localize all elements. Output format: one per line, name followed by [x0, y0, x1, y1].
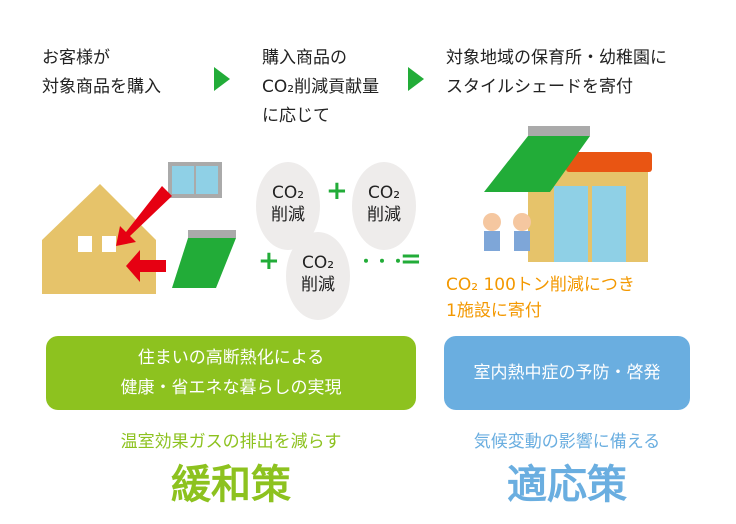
- mitigation-subtitle: 温室効果ガスの排出を減らす: [120, 432, 342, 452]
- donation-note-line: CO₂ 100トン削減につき: [446, 275, 635, 295]
- house-illustration: [42, 162, 236, 294]
- adaptation-panel: 室内熱中症の予防・啓発: [444, 336, 690, 410]
- step-2: 購入商品の CO₂削減貢献量 に応じて: [262, 44, 379, 131]
- shade-icon: [484, 136, 590, 192]
- bubble-text: CO₂: [367, 183, 401, 203]
- panel-line: 健康・省エネな暮らしの実現: [120, 378, 342, 398]
- step-3-line: 対象地域の保育所・幼稚園に: [446, 48, 667, 68]
- step-3: 対象地域の保育所・幼稚園に スタイルシェードを寄付: [446, 44, 667, 102]
- panel-line: 住まいの高断熱化による: [137, 348, 325, 368]
- arrow-icon: [126, 250, 166, 282]
- bubble-text: 削減: [367, 205, 401, 225]
- bubble-text: CO₂: [301, 253, 335, 273]
- mitigation-panel: 住まいの高断熱化による 健康・省エネな暮らしの実現: [46, 336, 416, 410]
- adaptation-title: 適応策: [507, 462, 627, 508]
- arrow-icon: [116, 186, 172, 246]
- step-1-line: お客様が: [42, 48, 110, 68]
- step-3-line: スタイルシェードを寄付: [446, 77, 633, 97]
- step-1-line: 対象商品を購入: [42, 77, 161, 97]
- plus-sign: +: [258, 246, 280, 276]
- bubble-text: 削減: [271, 205, 305, 225]
- arrow-right-icon: [214, 67, 230, 91]
- step-1: お客様が 対象商品を購入: [42, 44, 161, 102]
- step-2-line: に応じて: [262, 106, 330, 126]
- arrow-right-icon: [408, 67, 424, 91]
- mitigation-title: 緩和策: [171, 462, 291, 508]
- equals-sign: =: [400, 244, 422, 274]
- step-2-line: 購入商品の: [262, 48, 347, 68]
- child-icon: [513, 213, 531, 231]
- donation-note: CO₂ 100トン削減につき 1施設に寄付: [446, 272, 635, 324]
- nursery-illustration: [483, 126, 652, 262]
- panel-line: 室内熱中症の予防・啓発: [473, 363, 661, 383]
- ellipsis: ・・・: [358, 252, 407, 271]
- plus-sign: +: [326, 176, 348, 206]
- child-icon: [483, 213, 501, 231]
- donation-note-line: 1施設に寄付: [446, 301, 542, 321]
- adaptation-subtitle: 気候変動の影響に備える: [473, 432, 661, 452]
- bubble-text: CO₂: [271, 183, 305, 203]
- step-2-line: CO₂削減貢献量: [262, 77, 380, 97]
- bubble-text: 削減: [301, 275, 335, 295]
- shade-icon: [172, 238, 236, 288]
